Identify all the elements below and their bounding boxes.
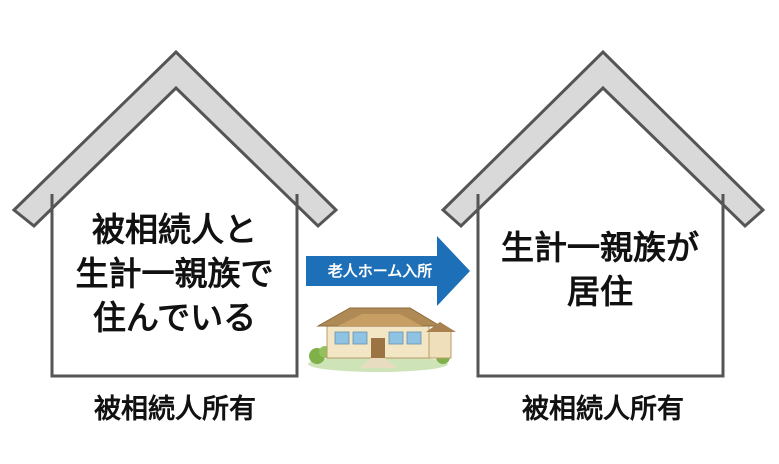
- right-house-roof: [443, 52, 763, 226]
- right-house-description: 生計一親族が 居住: [478, 226, 722, 314]
- left-house-description: 被相続人と 生計一親族で 住んでいる: [52, 208, 297, 340]
- left-owner-label: 被相続人所有: [40, 392, 310, 428]
- left-house-line-3: 住んでいる: [52, 296, 297, 340]
- left-house-line-2: 生計一親族で: [52, 252, 297, 296]
- transition-label: 老人ホーム入所: [306, 256, 454, 286]
- right-house: [443, 52, 763, 376]
- nursing-home-icon: [308, 308, 456, 372]
- right-owner-label: 被相続人所有: [468, 392, 738, 428]
- right-house-line-1: 生計一親族が: [478, 226, 722, 270]
- left-house-roof: [14, 52, 336, 226]
- right-house-line-2: 居住: [478, 270, 722, 314]
- left-house-line-1: 被相続人と: [52, 208, 297, 252]
